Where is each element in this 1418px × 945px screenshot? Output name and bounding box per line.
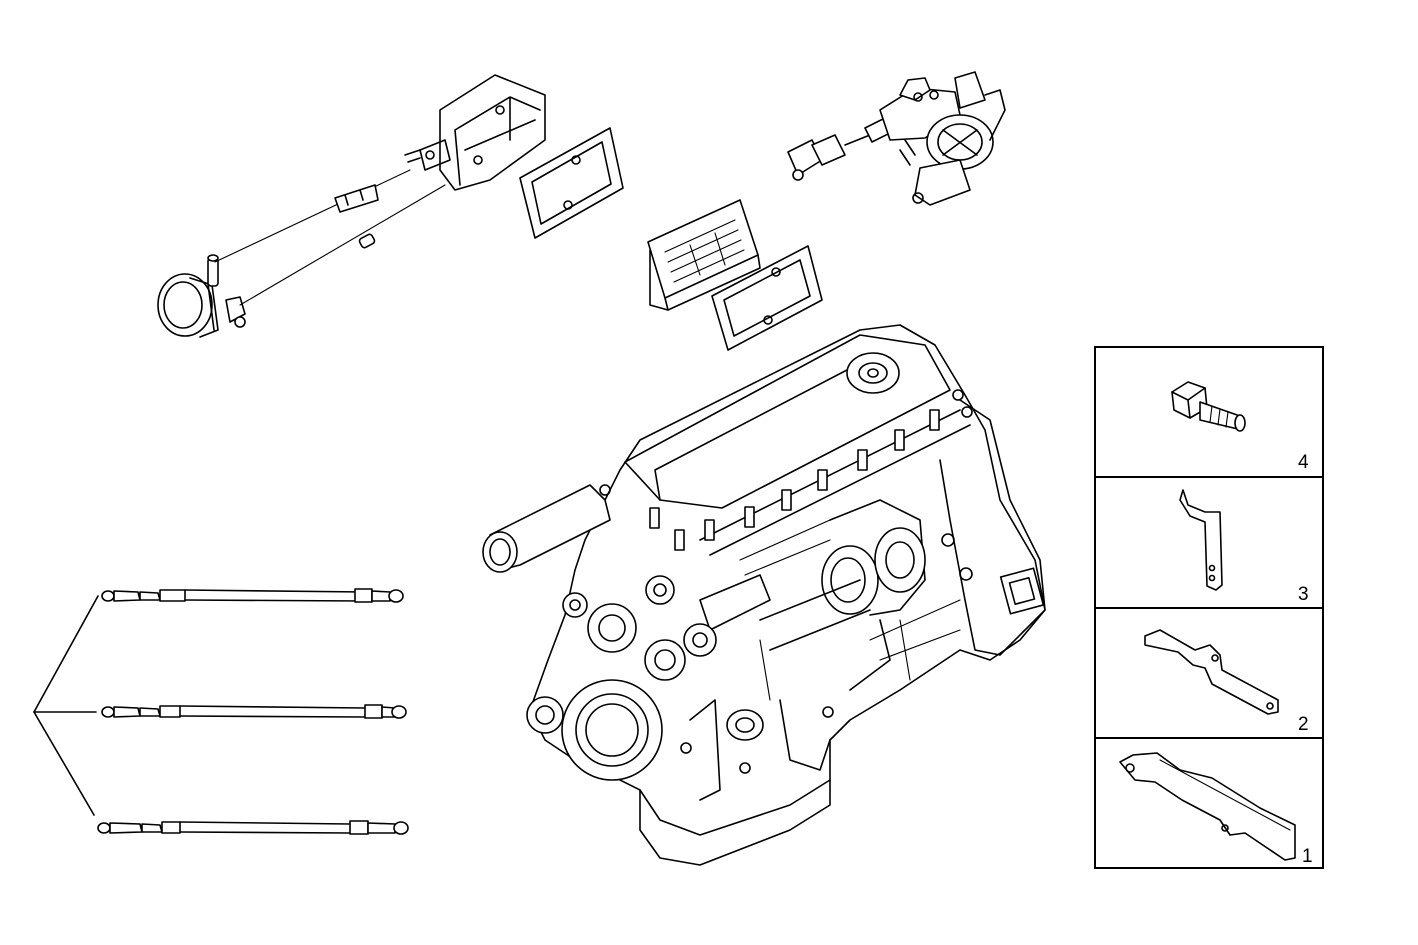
- flange-bolt-icon: [1171, 381, 1246, 432]
- intake-heater-icon: [647, 199, 761, 311]
- thermostat-assembly-icon: [157, 74, 546, 338]
- engine-block-icon: [482, 324, 1046, 866]
- legend-number-4: 4: [1298, 452, 1309, 473]
- gasket-icon: [519, 127, 624, 239]
- z-bracket-icon: [1144, 629, 1279, 715]
- sensor-harness-icon: [787, 71, 1006, 206]
- long-bracket-plate-icon: [1119, 752, 1296, 861]
- l-bracket-icon: [1179, 489, 1223, 591]
- legend-panel: 4 3 2 1: [1094, 346, 1324, 869]
- legend-number-2: 2: [1298, 714, 1309, 735]
- legend-number-3: 3: [1298, 584, 1309, 605]
- ground-cable-icon: [33, 588, 409, 835]
- legend-number-1: 1: [1302, 846, 1313, 867]
- gasket-icon: [711, 245, 823, 351]
